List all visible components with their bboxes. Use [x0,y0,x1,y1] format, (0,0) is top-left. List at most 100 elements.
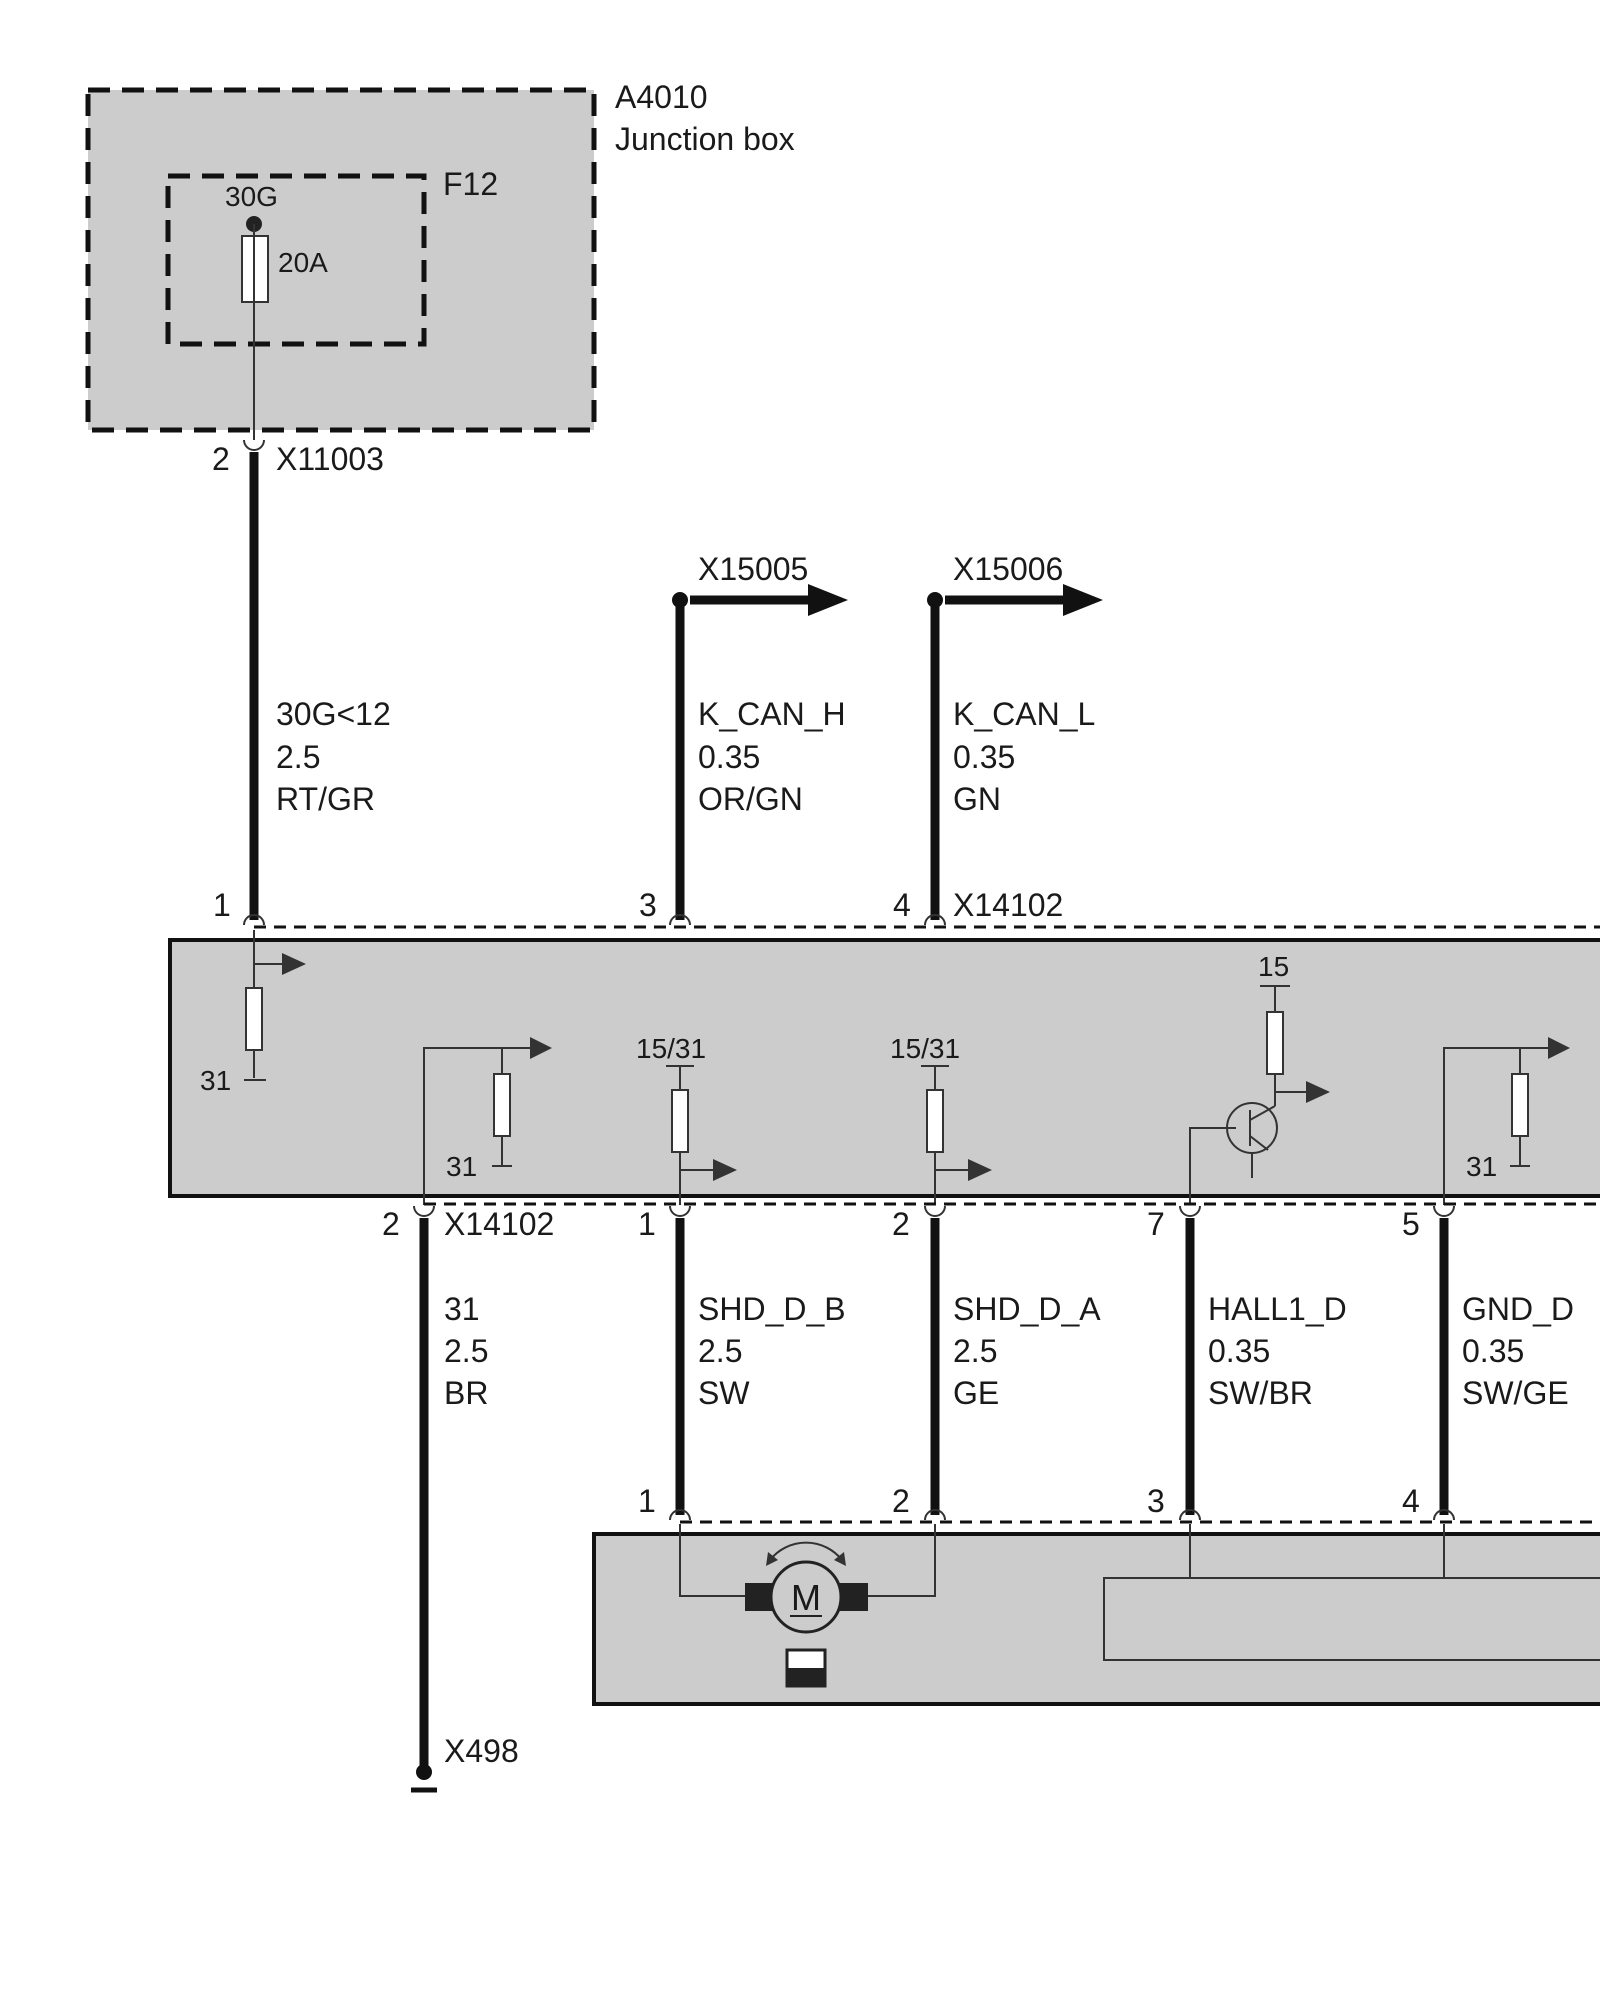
bottom-pin-1-socket [669,1205,691,1217]
motor-assembly: M [679,1524,936,1688]
bottom-pin-7-label: 7 [1147,1206,1165,1242]
top-pin-4-socket [924,914,946,926]
shd-b-gauge: 2.5 [698,1333,742,1369]
resistor [1266,1011,1284,1075]
ref-label-15: 15 [1258,951,1289,982]
hall-color: SW/BR [1208,1375,1313,1411]
x15005-label: X15005 [698,551,808,587]
top-pin-3-socket [669,914,691,926]
kcan-l-signal: K_CAN_L [953,696,1095,732]
signal-arrow-icon [713,1159,737,1181]
bottom-pin-1-label: 1 [638,1206,656,1242]
top-pin-1-label: 1 [213,887,231,923]
resistor [926,1089,944,1153]
bottom-pin-5-label: 5 [1402,1206,1420,1242]
x15006-label: X15006 [953,551,1063,587]
top-pin-3-label: 3 [639,887,657,923]
motor-pin-4-socket [1433,1509,1455,1521]
junction-box-id: A4010 [615,79,708,115]
x15005-arrow-icon [808,584,848,616]
kcan-h-signal: K_CAN_H [698,696,846,732]
kcan-h-color: OR/GN [698,781,803,817]
ground-label-mid: 31 [446,1151,477,1182]
module-ref-a: 15/31 [636,1033,737,1205]
signal-arrow-icon [530,1037,552,1059]
motor-pin-1-label: 1 [638,1483,656,1519]
fuse-rating: 20A [278,247,328,278]
motor-pin-3-socket [1179,1509,1201,1521]
connector-x11003-socket [243,439,265,451]
resistor [1511,1073,1529,1137]
x11003-label: X11003 [276,441,384,477]
fuse-terminal-label: 30G [225,181,278,212]
top-pin-4-label: 4 [893,887,911,923]
motor-module [592,1532,1600,1706]
shd-a-gauge: 2.5 [953,1333,997,1369]
signal-arrow-icon [968,1159,992,1181]
x15006-arrow-icon [1063,584,1103,616]
rotation-arc-icon [769,1541,843,1561]
hall-signal: HALL1_D [1208,1291,1347,1327]
resistor [245,987,263,1051]
gnd-d-signal: GND_D [1462,1291,1574,1327]
x498-label: X498 [444,1733,519,1769]
ground-color: BR [444,1375,488,1411]
supply-color: RT/GR [276,781,375,817]
x15006-dot [927,592,943,608]
kcan-h-gauge: 0.35 [698,739,760,775]
junction-box-outline [85,87,597,433]
resistor [493,1073,511,1137]
ground-label-right: 31 [1466,1151,1497,1182]
ground-signal: 31 [444,1291,480,1327]
module-ref-b: 15/31 [890,1033,992,1205]
x14102-top-label: X14102 [953,887,1063,923]
supply-signal: 30G<12 [276,696,391,732]
signal-arrow-icon [1306,1081,1330,1103]
motor-pin-2-label: 2 [892,1483,910,1519]
kcan-l-gauge: 0.35 [953,739,1015,775]
module-hall-transistor: 15 [1189,951,1330,1205]
motor-pin-3-label: 3 [1147,1483,1165,1519]
module-supply-sense: 31 [200,930,306,1096]
ref-label-a: 15/31 [636,1033,706,1064]
motor-symbol-label: M [791,1577,821,1618]
shd-a-signal: SHD_D_A [953,1291,1101,1327]
control-module [168,938,1600,1198]
module-ground-sense: 31 [423,1037,552,1205]
bottom-pin-7-socket [1179,1205,1201,1217]
motor-pin-2-socket [924,1509,946,1521]
x11003-pin-label: 2 [212,441,230,477]
bottom-pin-2b-label: 2 [892,1206,910,1242]
signal-arrow-icon [1548,1037,1570,1059]
fuse-holder-outline [165,173,427,347]
x15005-dot [672,592,688,608]
hall-sensor-block [1103,1577,1600,1661]
supply-gauge: 2.5 [276,739,320,775]
top-pin-1-socket [243,914,265,926]
motor-pin-4-label: 4 [1402,1483,1420,1519]
bottom-pin-2-label: 2 [382,1206,400,1242]
junction-box-name: Junction box [615,121,795,157]
junction-box: A4010 Junction box F12 30G 20A [85,79,795,440]
hall-gauge: 0.35 [1208,1333,1270,1369]
kcan-l-color: GN [953,781,1001,817]
bottom-pin-2-socket [413,1205,435,1217]
resistor [671,1089,689,1153]
ref-label-b: 15/31 [890,1033,960,1064]
bottom-pin-2b-socket [924,1205,946,1217]
gnd-d-color: SW/GE [1462,1375,1569,1411]
x498-dot [416,1764,432,1780]
ground-gauge: 2.5 [444,1333,488,1369]
x14102-bottom-label: X14102 [444,1206,554,1242]
motor-brush-right [838,1583,868,1611]
signal-arrow-icon [282,953,306,975]
motor-pin-1-socket [669,1509,691,1521]
shd-b-color: SW [698,1375,750,1411]
shd-b-signal: SHD_D_B [698,1291,846,1327]
gnd-d-gauge: 0.35 [1462,1333,1524,1369]
ground-label-left: 31 [200,1065,231,1096]
bottom-pin-5-socket [1433,1205,1455,1217]
module-gnd-d-sense: 31 [1443,1037,1570,1205]
motor-icon [769,1560,843,1634]
